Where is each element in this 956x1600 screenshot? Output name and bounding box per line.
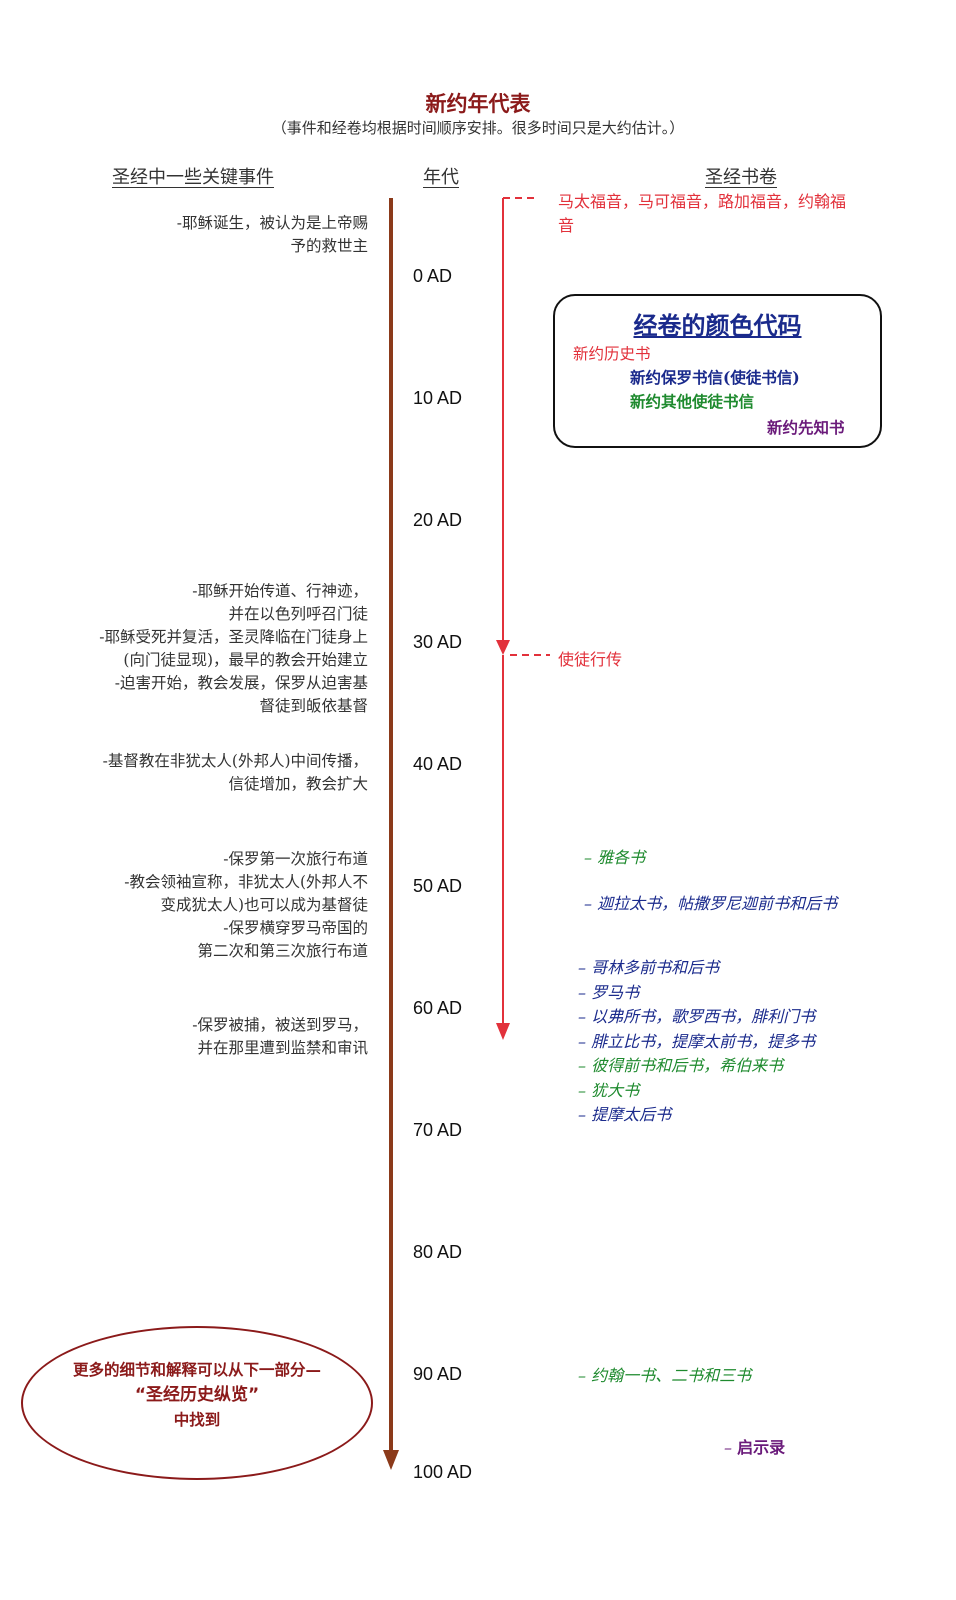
legend-prophecy: 新约先知书 [767,418,845,437]
event-line: -基督教在非犹太人(外邦人)中间传播， [102,752,368,770]
acts-arrowhead [496,1023,510,1040]
event-line: 并在那里遭到监禁和审讯 [197,1039,368,1057]
note-text: 更多的细节和解释可以从下一部分— “圣经历史纵览” 中找到 [23,1358,371,1433]
book-dash: – [724,1438,738,1457]
year-label: 30 AD [413,632,463,652]
book-line: – 彼得前书和后书，希伯来书 [578,1056,784,1075]
page-subtitle: （事件和经卷均根据时间顺序安排。很多时间只是大约估计。） [271,119,685,137]
event-line: -教会领袖宣称，非犹太人(外邦人不 [124,873,368,891]
year-label: 40 AD [413,754,463,774]
book-line: – 罗马书 [578,982,640,1002]
book-line: – 哥林多前书和后书 [578,958,720,977]
event-paul-journeys: -保罗第一次旅行布道 -教会领袖宣称，非犹太人(外邦人不 变成犹太人)也可以成为… [124,848,368,963]
event-line: -保罗被捕，被送到罗马， [192,1016,368,1034]
color-legend: 经卷的颜色代码 新约历史书 新约保罗书信(使徒书信) 新约其他使徒书信 新约先知… [553,294,882,448]
book-line: – 提摩太后书 [578,1105,672,1124]
book-line: 音 [558,216,575,235]
event-line: -耶稣诞生，被认为是上帝赐 [176,214,368,232]
event-birth-of-jesus: -耶稣诞生，被认为是上帝赐 予的救世主 [177,212,368,258]
legend-pauline: 新约保罗书信(使徒书信) [630,368,800,387]
gospels-arrowhead [496,640,510,655]
event-line: (向门徒显现)，最早的教会开始建立 [123,651,368,669]
year-label: 80 AD [413,1242,463,1262]
year-label: 60 AD [413,998,463,1018]
event-line: 并在以色列呼召门徒 [228,605,368,623]
year-label: 20 AD [413,510,463,530]
event-line: -迫害开始，教会发展，保罗从迫害基 [114,674,368,692]
event-ministry-and-church: -耶稣开始传道、行神迹， 并在以色列呼召门徒 -耶稣受死并复活，圣灵降临在门徒身… [99,580,368,718]
year-label: 100 AD [413,1462,473,1482]
legend-general: 新约其他使徒书信 [630,392,755,411]
year-label: 10 AD [413,388,463,408]
legend-history: 新约历史书 [573,345,651,363]
event-paul-arrested: -保罗被捕，被送到罗马， 并在那里遭到监禁和审讯 [192,1014,368,1060]
years-column-header: 年代 [423,167,459,188]
timeline-arrowhead [383,1450,399,1470]
books-column-header: 圣经书卷 [705,167,777,188]
event-line: 变成犹太人)也可以成为基督徒 [160,896,368,914]
book-line: – 腓立比书，提摩太前书，提多书 [578,1031,816,1051]
event-line: -耶稣受死并复活，圣灵降临在门徒身上 [99,628,368,646]
note-line: 更多的细节和解释可以从下一部分— [72,1361,321,1379]
event-line: -保罗第一次旅行布道 [223,850,368,868]
more-details-note: 更多的细节和解释可以从下一部分— “圣经历史纵览” 中找到 [21,1326,373,1480]
event-line: -保罗横穿罗马帝国的 [223,919,368,937]
page-title: 新约年代表 [425,92,531,116]
event-line: 督徒到皈依基督 [259,697,368,715]
book-revelation-label: 启示录 [737,1438,786,1457]
note-line: 中找到 [173,1411,221,1429]
book-line: 马太福音，马可福音，路加福音，约翰福 [558,192,847,211]
book-group-60s: – 哥林多前书和后书 – 罗马书 – 以弗所书，歌罗西书，腓利门书 – 腓立比书… [578,956,815,1128]
book-james: – 雅各书 [584,848,646,867]
year-label: 0 AD [413,266,453,286]
event-line: 第二次和第三次旅行布道 [197,942,368,960]
book-line: – 以弗所书，歌罗西书，腓利门书 [578,1007,816,1026]
events-column-header: 圣经中一些关键事件 [112,167,274,188]
book-gospels: 马太福音，马可福音，路加福音，约翰福 音 [558,190,846,238]
event-gentile-spread: -基督教在非犹太人(外邦人)中间传播， 信徒增加，教会扩大 [103,750,368,796]
event-line: 信徒增加，教会扩大 [228,775,368,793]
book-line: – 犹大书 [578,1080,640,1100]
book-acts: 使徒行传 [558,650,623,669]
year-label: 50 AD [413,876,463,896]
book-revelation: – 启示录 [724,1434,785,1458]
legend-title: 经卷的颜色代码 [633,312,802,340]
book-galatians-thessalonians: – 迦拉太书，帖撒罗尼迦前书和后书 [584,894,838,913]
book-john-epistles: – 约翰一书、二书和三书 [578,1366,752,1385]
event-line: 予的救世主 [290,237,368,255]
year-label: 90 AD [413,1364,463,1384]
note-line: “圣经历史纵览” [134,1385,260,1405]
event-line: -耶稣开始传道、行神迹， [192,582,368,600]
year-label: 70 AD [413,1120,463,1140]
